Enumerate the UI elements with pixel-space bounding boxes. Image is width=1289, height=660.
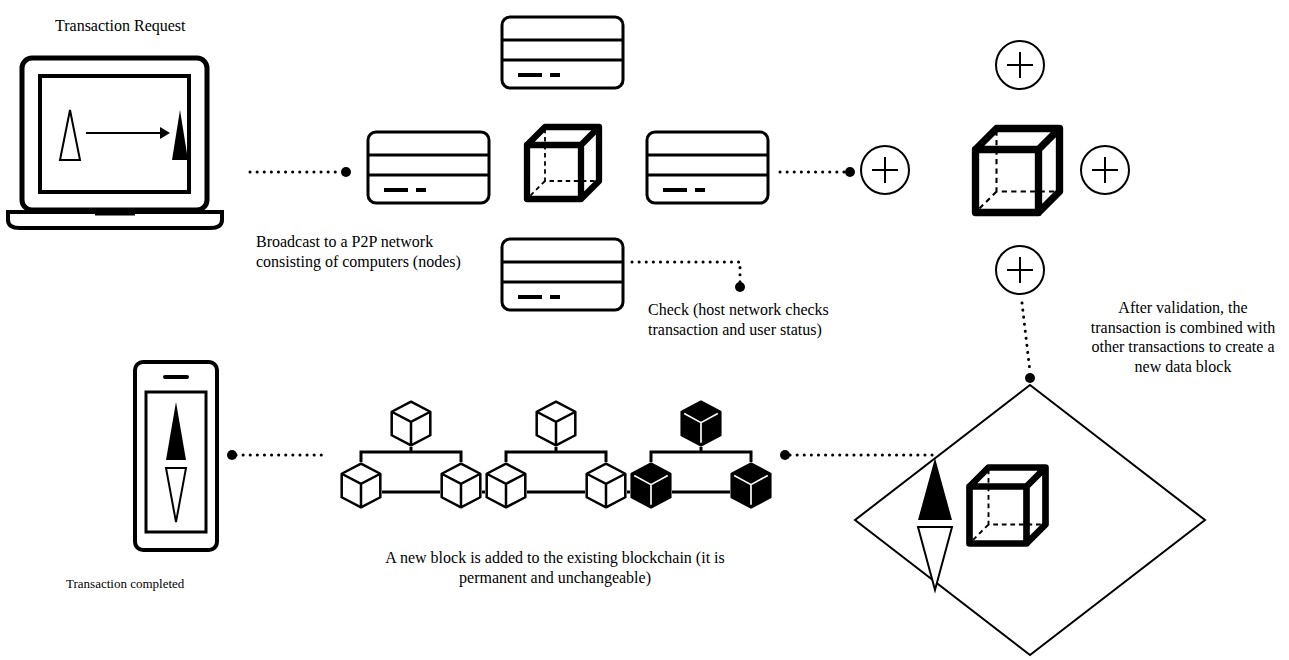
laptop-icon-part — [40, 76, 189, 192]
blockchain-part — [587, 464, 626, 508]
leader-line-part — [780, 450, 790, 460]
p2p-network-part — [502, 239, 623, 310]
step-caption: Check (host network checks transaction a… — [648, 300, 888, 339]
new-block-diamond — [855, 385, 1205, 655]
new-block-diamond-part — [970, 468, 1046, 544]
blockchain-part — [361, 447, 751, 492]
blockchain-part — [732, 464, 771, 508]
block-assembly-part — [861, 146, 909, 194]
phone-icon-part — [165, 375, 187, 379]
leader-line-part — [1022, 303, 1030, 372]
blockchain-part — [487, 464, 526, 508]
leader-line-part — [632, 262, 740, 282]
leader-line-part — [236, 454, 325, 457]
new-block-diamond-part — [918, 458, 952, 520]
laptop-icon-part — [172, 110, 188, 160]
leader-line-part — [735, 282, 745, 292]
leader-line — [250, 167, 351, 177]
laptop-icon-part — [8, 212, 222, 228]
block-assembly-part — [996, 41, 1044, 89]
laptop-icon-part — [60, 110, 80, 160]
p2p-network-part — [647, 132, 768, 203]
leader-line-part — [341, 167, 351, 177]
blockchain-part — [632, 464, 671, 508]
leader-line-part — [845, 167, 855, 177]
phone-icon-part — [166, 402, 186, 460]
leader-line-part — [227, 450, 237, 460]
step-caption: Broadcast to a P2P network consisting of… — [256, 232, 461, 271]
phone-icon-part — [146, 392, 206, 532]
step-caption: After validation, the transaction is com… — [1083, 298, 1283, 376]
leader-line-part — [250, 171, 342, 174]
step-caption: Transaction completed — [66, 576, 266, 592]
block-assembly-part — [1081, 146, 1129, 194]
laptop-icon-part — [86, 132, 160, 134]
laptop-icon-part — [160, 127, 170, 139]
blockchain-part — [392, 402, 431, 446]
leader-line-part — [790, 454, 935, 457]
laptop-icon-part — [22, 58, 207, 210]
leader-line-part — [780, 171, 846, 174]
laptop-icon — [8, 58, 222, 228]
step-title: Transaction Request — [55, 16, 275, 36]
leader-line-part — [1025, 373, 1035, 383]
blockchain-part — [537, 402, 576, 446]
leader-line — [1022, 303, 1035, 383]
blockchain-part — [682, 402, 721, 446]
blockchain-part — [342, 464, 381, 508]
phone-icon — [135, 362, 217, 550]
block-assembly — [861, 41, 1129, 294]
block-assembly-part — [996, 246, 1044, 294]
blockchain-part — [442, 464, 481, 508]
p2p-network-part — [502, 17, 623, 88]
block-assembly-part — [976, 129, 1060, 213]
new-block-diamond-part — [855, 385, 1205, 655]
step-caption: A new block is added to the existing blo… — [385, 548, 725, 587]
p2p-network-part — [368, 132, 489, 203]
phone-icon-part — [135, 362, 217, 550]
new-block-diamond-part — [918, 527, 952, 590]
leader-line — [632, 167, 855, 292]
blockchain — [342, 402, 771, 508]
laptop-icon-part — [95, 209, 135, 216]
p2p-network-part — [527, 127, 599, 199]
phone-icon-part — [166, 468, 186, 522]
